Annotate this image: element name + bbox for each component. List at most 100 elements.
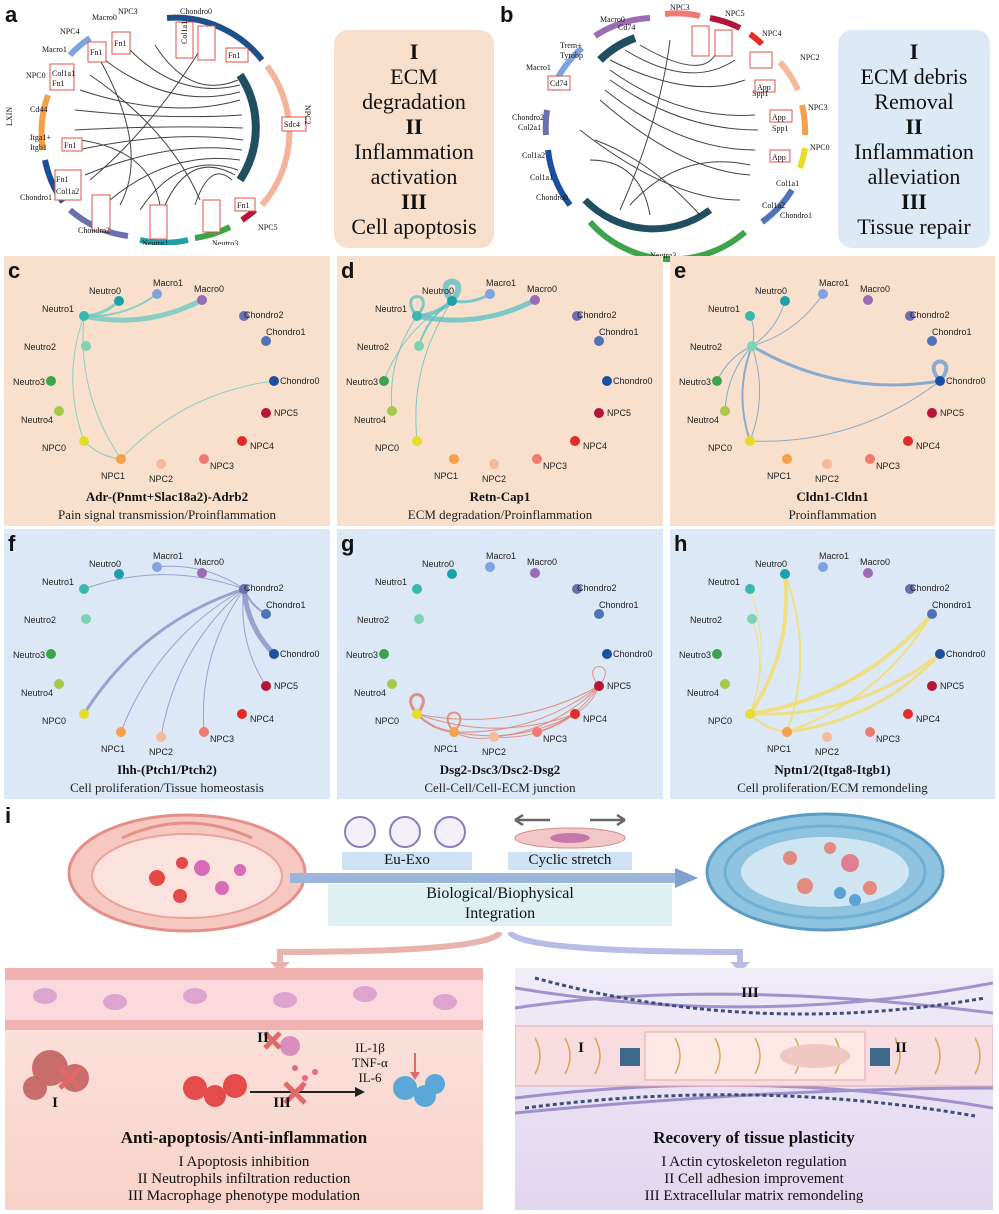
- svg-text:Chondro0: Chondro0: [536, 193, 568, 202]
- network-node-label: NPC4: [583, 714, 607, 724]
- network-node: [720, 406, 730, 416]
- network-node: [780, 569, 790, 579]
- network-node: [530, 295, 540, 305]
- network-edge: [751, 344, 941, 387]
- blood-vessel-illustration: [5, 968, 483, 1107]
- network-node: [261, 408, 271, 418]
- network-node-label: NPC3: [876, 461, 900, 471]
- panel-b-label: b: [500, 2, 514, 27]
- network-node: [81, 614, 91, 624]
- network-edge: [741, 345, 753, 442]
- network-node-label: NPC4: [583, 441, 607, 451]
- network-node: [261, 336, 271, 346]
- right-item: I Actin cytoskeleton regulation: [661, 1154, 847, 1170]
- svg-text:NPC3: NPC3: [670, 3, 690, 12]
- network-edge: [748, 573, 789, 716]
- left-numeral-2: II: [257, 1030, 269, 1046]
- left-heading: Anti-apoptosis/Anti-inflammation: [120, 1128, 368, 1147]
- network-node-label: Macro1: [819, 551, 849, 561]
- network-node: [532, 454, 542, 464]
- network-node-label: Neutro4: [21, 415, 53, 425]
- network-edge: [83, 574, 245, 590]
- network-edge: [160, 588, 245, 738]
- network-node: [927, 681, 937, 691]
- svg-text:Cd74: Cd74: [618, 23, 635, 32]
- network-node: [594, 408, 604, 418]
- svg-text:App: App: [772, 113, 786, 122]
- summary-numeral: II: [905, 114, 923, 139]
- network-node-label: Neutro1: [42, 304, 74, 314]
- network-node-label: NPC0: [42, 716, 66, 726]
- network-node-label: Neutro3: [679, 377, 711, 387]
- network-node: [449, 727, 459, 737]
- svg-text:Col1a1: Col1a1: [776, 179, 799, 188]
- network-node-label: NPC4: [916, 714, 940, 724]
- pathway-footer: Proinflammation: [788, 507, 877, 522]
- svg-text:Col2a1: Col2a1: [518, 123, 541, 132]
- network-node: [903, 709, 913, 719]
- sector-arc: [166, 14, 265, 62]
- panel-a-label: a: [5, 2, 18, 27]
- network-node-label: NPC5: [940, 681, 964, 691]
- panel-h-label: h: [674, 531, 688, 556]
- network-node-label: NPC5: [607, 681, 631, 691]
- summary-line: Cell apoptosis: [351, 214, 477, 239]
- network-node-label: NPC5: [607, 408, 631, 418]
- network-edge: [415, 300, 453, 442]
- network-edge: [202, 588, 245, 733]
- svg-text:Tyrobp: Tyrobp: [560, 51, 583, 60]
- svg-text:NPC3: NPC3: [808, 103, 828, 112]
- network-node: [239, 584, 249, 594]
- right-item: II Cell adhesion improvement: [664, 1171, 844, 1187]
- network-node: [54, 406, 64, 416]
- network-graph: Neutro0Macro1Macro0Neutro1Chondro2Neutro…: [13, 278, 320, 484]
- network-node-label: Chondro1: [599, 327, 639, 337]
- svg-text:Neutro3: Neutro3: [650, 251, 676, 260]
- network-node: [412, 584, 422, 594]
- svg-text:Chondro1: Chondro1: [20, 193, 52, 202]
- network-node-label: Macro1: [486, 551, 516, 561]
- network-node-label: NPC0: [708, 443, 732, 453]
- summary-line: ECM: [390, 64, 438, 89]
- network-node: [81, 341, 91, 351]
- network-node-label: Neutro4: [354, 688, 386, 698]
- network-node: [387, 406, 397, 416]
- network-node-label: Chondro2: [244, 583, 284, 593]
- svg-text:Trem+: Trem+: [560, 41, 582, 50]
- svg-text:NPC4: NPC4: [60, 27, 80, 36]
- cytokine-tnfa: TNF-α: [352, 1055, 388, 1070]
- network-node: [379, 649, 389, 659]
- svg-text:Chondro0: Chondro0: [180, 7, 212, 16]
- network-node-label: Macro1: [486, 278, 516, 288]
- ligand-receptor-title: Dsg2-Dsc3/Dsc2-Dsg2: [439, 762, 561, 777]
- network-node-label: NPC2: [482, 747, 506, 757]
- ligand-receptor-title: Nptn1/2(Itga8-Itgb1): [774, 762, 891, 777]
- summary-line: activation: [370, 164, 458, 189]
- svg-text:NPC0: NPC0: [810, 143, 830, 152]
- svg-text:App: App: [757, 83, 771, 92]
- network-node: [79, 584, 89, 594]
- svg-text:NPC5: NPC5: [258, 223, 278, 232]
- network-graph: Neutro0Macro1Macro0Neutro1Chondro2Neutro…: [13, 551, 320, 757]
- svg-text:Cd44: Cd44: [30, 105, 47, 114]
- network-node-label: Neutro4: [354, 415, 386, 425]
- summary-line: ECM debris: [860, 64, 968, 89]
- left-item-list: I Apoptosis inhibition II Neutrophils in…: [5, 1154, 483, 1205]
- right-item-list: I Actin cytoskeleton regulation II Cell …: [515, 1154, 993, 1205]
- network-node-label: Macro0: [194, 557, 224, 567]
- summary-line: alleviation: [867, 164, 961, 189]
- svg-text:Itgb1: Itgb1: [30, 143, 47, 152]
- network-node: [818, 562, 828, 572]
- svg-text:Sdc4: Sdc4: [284, 120, 300, 129]
- summary-line: Tissue repair: [857, 214, 971, 239]
- network-node-label: NPC2: [482, 474, 506, 484]
- network-node: [414, 614, 424, 624]
- network-edge: [453, 685, 600, 733]
- network-edge: [120, 380, 275, 460]
- network-node: [269, 649, 279, 659]
- network-node-label: Chondro0: [946, 649, 986, 659]
